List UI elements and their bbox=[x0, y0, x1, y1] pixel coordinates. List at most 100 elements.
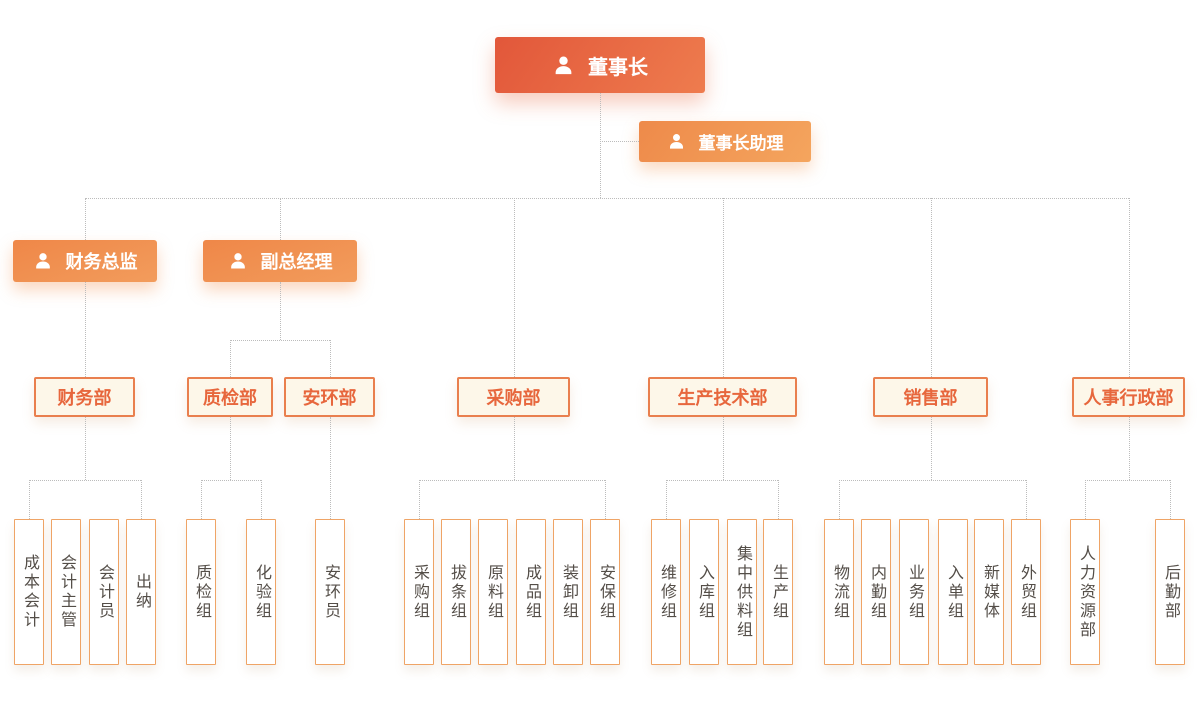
org-node-chairman[interactable]: 董事长 bbox=[495, 37, 705, 93]
connector-line bbox=[600, 93, 601, 198]
connector-line bbox=[930, 417, 932, 480]
org-node-deputy-general-manager[interactable]: 副总经理 bbox=[203, 240, 357, 282]
child-label: 维修组 bbox=[658, 563, 675, 621]
connector-line bbox=[419, 480, 420, 519]
dept-box[interactable]: 财务部 bbox=[34, 377, 135, 417]
child-label: 内勤组 bbox=[868, 563, 885, 621]
child-box[interactable]: 后勤部 bbox=[1155, 519, 1185, 665]
child-box[interactable]: 会计主管 bbox=[51, 519, 81, 665]
connector-line bbox=[1026, 480, 1027, 519]
dept-label: 销售部 bbox=[903, 388, 958, 408]
child-box[interactable]: 化验组 bbox=[246, 519, 276, 665]
child-label: 会计主管 bbox=[58, 554, 75, 630]
child-box[interactable]: 物流组 bbox=[824, 519, 854, 665]
child-label: 入库组 bbox=[696, 563, 713, 621]
child-box[interactable]: 质检组 bbox=[186, 519, 216, 665]
person-icon bbox=[667, 132, 686, 151]
connector-line bbox=[930, 198, 932, 377]
child-box[interactable]: 原料组 bbox=[478, 519, 508, 665]
connector-line bbox=[201, 480, 202, 519]
connector-line bbox=[600, 141, 639, 142]
connector-line bbox=[84, 417, 86, 480]
connector-line bbox=[230, 417, 231, 480]
child-label: 成本会计 bbox=[21, 554, 38, 630]
child-label: 人力资源部 bbox=[1077, 544, 1094, 640]
connector-line bbox=[29, 480, 30, 519]
child-label: 业务组 bbox=[906, 563, 923, 621]
child-box[interactable]: 内勤组 bbox=[861, 519, 891, 665]
dept-label: 采购部 bbox=[486, 388, 541, 408]
child-label: 物流组 bbox=[831, 563, 848, 621]
connector-line bbox=[513, 417, 515, 480]
child-label: 装卸组 bbox=[560, 563, 577, 621]
connector-line bbox=[29, 480, 141, 481]
dept-box[interactable]: 安环部 bbox=[284, 377, 375, 417]
connector-line bbox=[1128, 198, 1130, 377]
child-box[interactable]: 安环员 bbox=[315, 519, 345, 665]
child-box[interactable]: 外贸组 bbox=[1011, 519, 1041, 665]
child-box[interactable]: 安保组 bbox=[590, 519, 620, 665]
connector-line bbox=[329, 340, 331, 377]
dept-box[interactable]: 销售部 bbox=[873, 377, 988, 417]
child-label: 生产组 bbox=[770, 563, 787, 621]
dept-box[interactable]: 质检部 bbox=[187, 377, 273, 417]
connector-line bbox=[141, 480, 142, 519]
connector-line bbox=[778, 480, 779, 519]
connector-line bbox=[1128, 417, 1130, 480]
connector-line bbox=[230, 340, 231, 377]
connector-line bbox=[839, 480, 1026, 481]
connector-line bbox=[230, 340, 330, 341]
org-node-label: 财务总监 bbox=[65, 252, 138, 272]
child-box[interactable]: 入单组 bbox=[938, 519, 968, 665]
child-box[interactable]: 集中供料组 bbox=[727, 519, 757, 665]
person-icon bbox=[33, 251, 53, 271]
person-icon bbox=[228, 251, 248, 271]
dept-label: 安环部 bbox=[302, 388, 357, 408]
connector-line bbox=[85, 198, 1129, 199]
connector-line bbox=[666, 480, 667, 519]
child-box[interactable]: 入库组 bbox=[689, 519, 719, 665]
org-node-label: 副总经理 bbox=[260, 252, 333, 272]
connector-line bbox=[201, 480, 261, 481]
dept-box[interactable]: 采购部 bbox=[457, 377, 570, 417]
child-box[interactable]: 业务组 bbox=[899, 519, 929, 665]
child-label: 会计员 bbox=[96, 563, 113, 621]
dept-box[interactable]: 人事行政部 bbox=[1072, 377, 1185, 417]
dept-label: 人事行政部 bbox=[1083, 388, 1174, 408]
org-node-chairman-assistant[interactable]: 董事长助理 bbox=[639, 121, 811, 162]
child-label: 新媒体 bbox=[981, 563, 998, 621]
child-label: 后勤部 bbox=[1162, 563, 1179, 621]
child-box[interactable]: 维修组 bbox=[651, 519, 681, 665]
child-box[interactable]: 人力资源部 bbox=[1070, 519, 1100, 665]
connector-line bbox=[85, 198, 86, 240]
connector-line bbox=[605, 480, 606, 519]
child-box[interactable]: 生产组 bbox=[763, 519, 793, 665]
connector-line bbox=[85, 282, 86, 377]
child-label: 采购组 bbox=[411, 563, 428, 621]
child-box[interactable]: 新媒体 bbox=[974, 519, 1004, 665]
connector-line bbox=[722, 417, 724, 480]
child-label: 安环员 bbox=[322, 563, 339, 621]
connector-line bbox=[1085, 480, 1170, 481]
child-box[interactable]: 装卸组 bbox=[553, 519, 583, 665]
child-box[interactable]: 成本会计 bbox=[14, 519, 44, 665]
dept-label: 生产技术部 bbox=[677, 388, 768, 408]
connector-line bbox=[839, 480, 840, 519]
child-label: 外贸组 bbox=[1018, 563, 1035, 621]
child-label: 成品组 bbox=[523, 563, 540, 621]
connector-line bbox=[513, 198, 515, 377]
child-box[interactable]: 出纳 bbox=[126, 519, 156, 665]
child-box[interactable]: 采购组 bbox=[404, 519, 434, 665]
child-box[interactable]: 拔条组 bbox=[441, 519, 471, 665]
child-label: 安保组 bbox=[597, 563, 614, 621]
child-label: 拔条组 bbox=[448, 563, 465, 621]
child-label: 原料组 bbox=[485, 563, 502, 621]
connector-line bbox=[666, 480, 778, 481]
connector-line bbox=[280, 282, 281, 340]
org-node-label: 董事长 bbox=[588, 56, 648, 79]
child-box[interactable]: 会计员 bbox=[89, 519, 119, 665]
child-box[interactable]: 成品组 bbox=[516, 519, 546, 665]
dept-box[interactable]: 生产技术部 bbox=[648, 377, 797, 417]
org-node-finance-director[interactable]: 财务总监 bbox=[13, 240, 157, 282]
